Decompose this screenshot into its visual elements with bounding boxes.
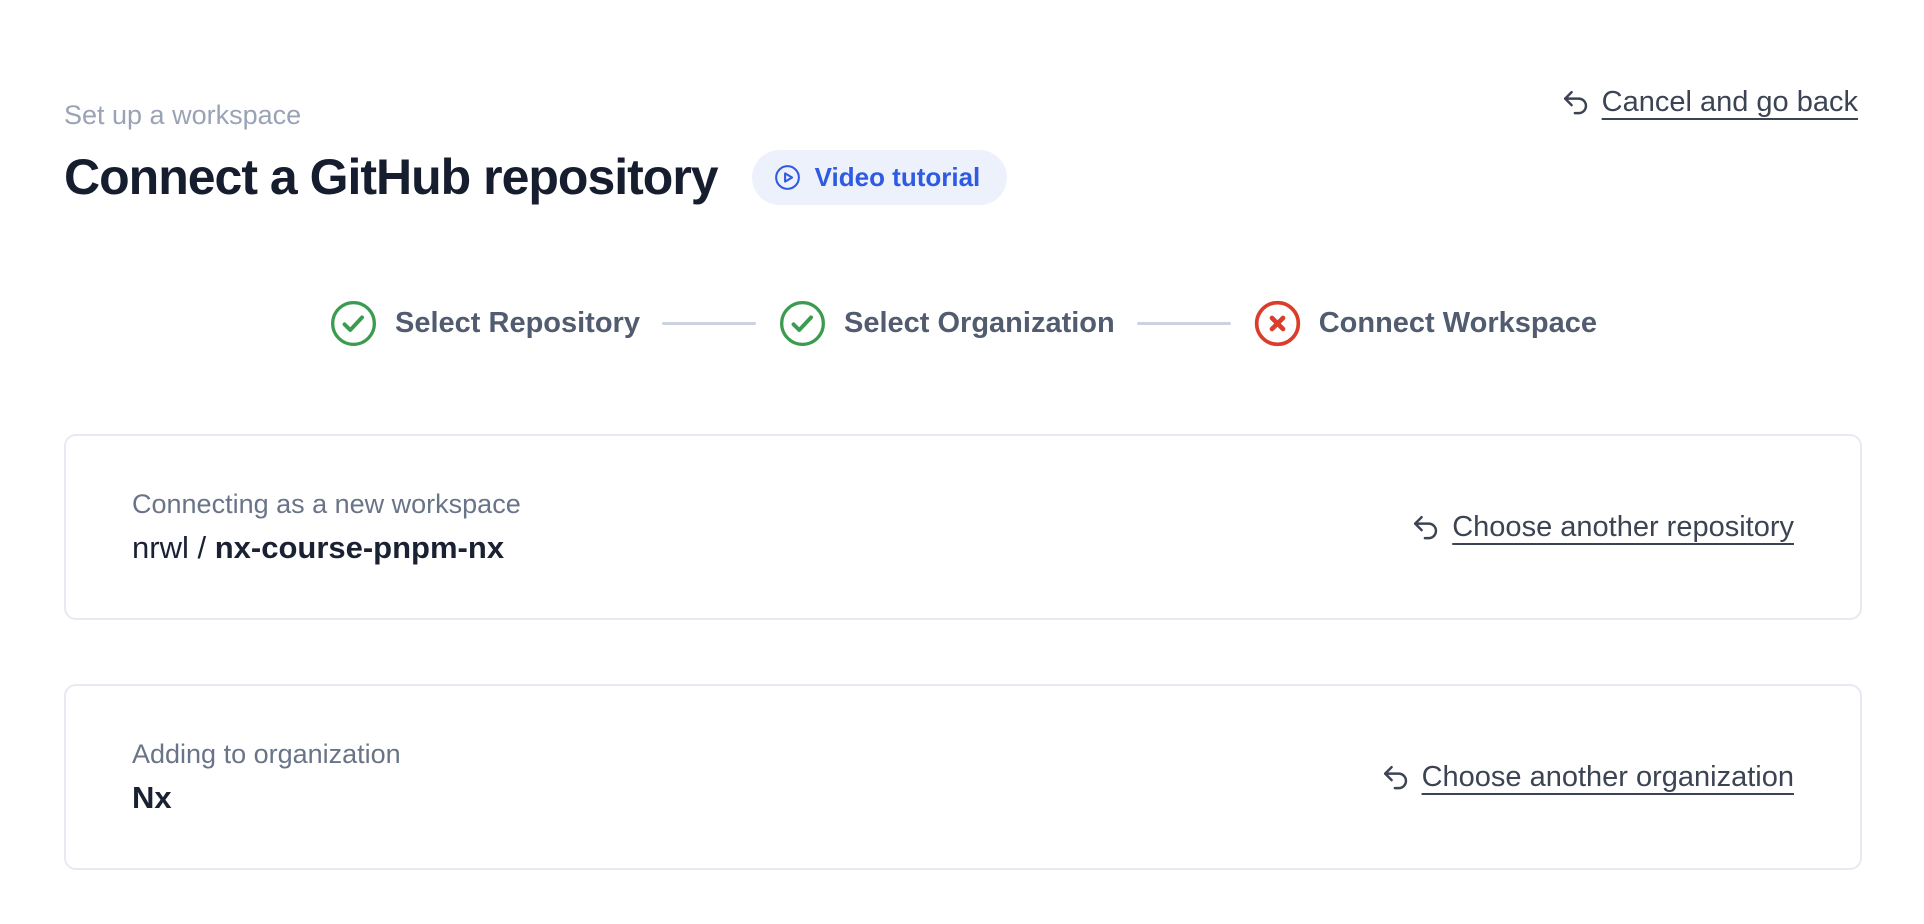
organization-card-text: Adding to organization Nx xyxy=(132,739,401,816)
cancel-link-label: Cancel and go back xyxy=(1601,86,1858,118)
repository-full-name: nrwl / nx-course-pnpm-nx xyxy=(132,530,521,566)
repository-card: Connecting as a new workspace nrwl / nx-… xyxy=(64,434,1862,620)
choose-another-repository-label: Choose another repository xyxy=(1452,510,1794,543)
undo-arrow-icon xyxy=(1560,87,1591,118)
step-label: Select Organization xyxy=(843,307,1115,339)
organization-name-value: Nx xyxy=(132,780,401,816)
repository-card-text: Connecting as a new workspace nrwl / nx-… xyxy=(132,489,521,566)
step-connect-workspace: Connect Workspace xyxy=(1253,299,1597,348)
setup-stepper: Select Repository Select Organization Co… xyxy=(64,299,1862,348)
cancel-and-go-back-link[interactable]: Cancel and go back xyxy=(1560,86,1858,119)
x-circle-icon xyxy=(1253,299,1302,348)
check-circle-icon xyxy=(778,299,827,348)
play-circle-icon xyxy=(773,163,802,192)
title-row: Connect a GitHub repository Video tutori… xyxy=(64,147,1862,207)
step-label: Select Repository xyxy=(395,307,640,339)
repository-name: nx-course-pnpm-nx xyxy=(214,529,505,565)
organization-card-label: Adding to organization xyxy=(132,738,401,769)
video-tutorial-button[interactable]: Video tutorial xyxy=(751,149,1008,205)
repository-owner: nrwl / xyxy=(132,529,207,565)
choose-another-organization-label: Choose another organization xyxy=(1421,760,1794,793)
setup-workspace-page: Set up a workspace Connect a GitHub repo… xyxy=(64,86,1862,870)
page-kicker: Set up a workspace xyxy=(64,100,302,130)
undo-arrow-icon xyxy=(1410,512,1441,543)
step-connector xyxy=(661,322,756,325)
choose-another-organization-link[interactable]: Choose another organization xyxy=(1380,761,1794,794)
page-title: Connect a GitHub repository xyxy=(64,149,719,205)
step-select-organization: Select Organization xyxy=(778,299,1115,348)
check-circle-icon xyxy=(329,299,378,348)
organization-card: Adding to organization Nx Choose another… xyxy=(64,684,1862,870)
header: Set up a workspace Connect a GitHub repo… xyxy=(64,100,1862,207)
video-tutorial-label: Video tutorial xyxy=(814,161,981,192)
step-label: Connect Workspace xyxy=(1318,307,1597,339)
cards: Connecting as a new workspace nrwl / nx-… xyxy=(64,434,1862,870)
step-select-repository: Select Repository xyxy=(329,299,640,348)
undo-arrow-icon xyxy=(1380,762,1411,793)
repository-card-label: Connecting as a new workspace xyxy=(132,488,521,519)
organization-name: Nx xyxy=(132,779,172,815)
choose-another-repository-link[interactable]: Choose another repository xyxy=(1410,511,1794,544)
step-connector xyxy=(1136,322,1231,325)
